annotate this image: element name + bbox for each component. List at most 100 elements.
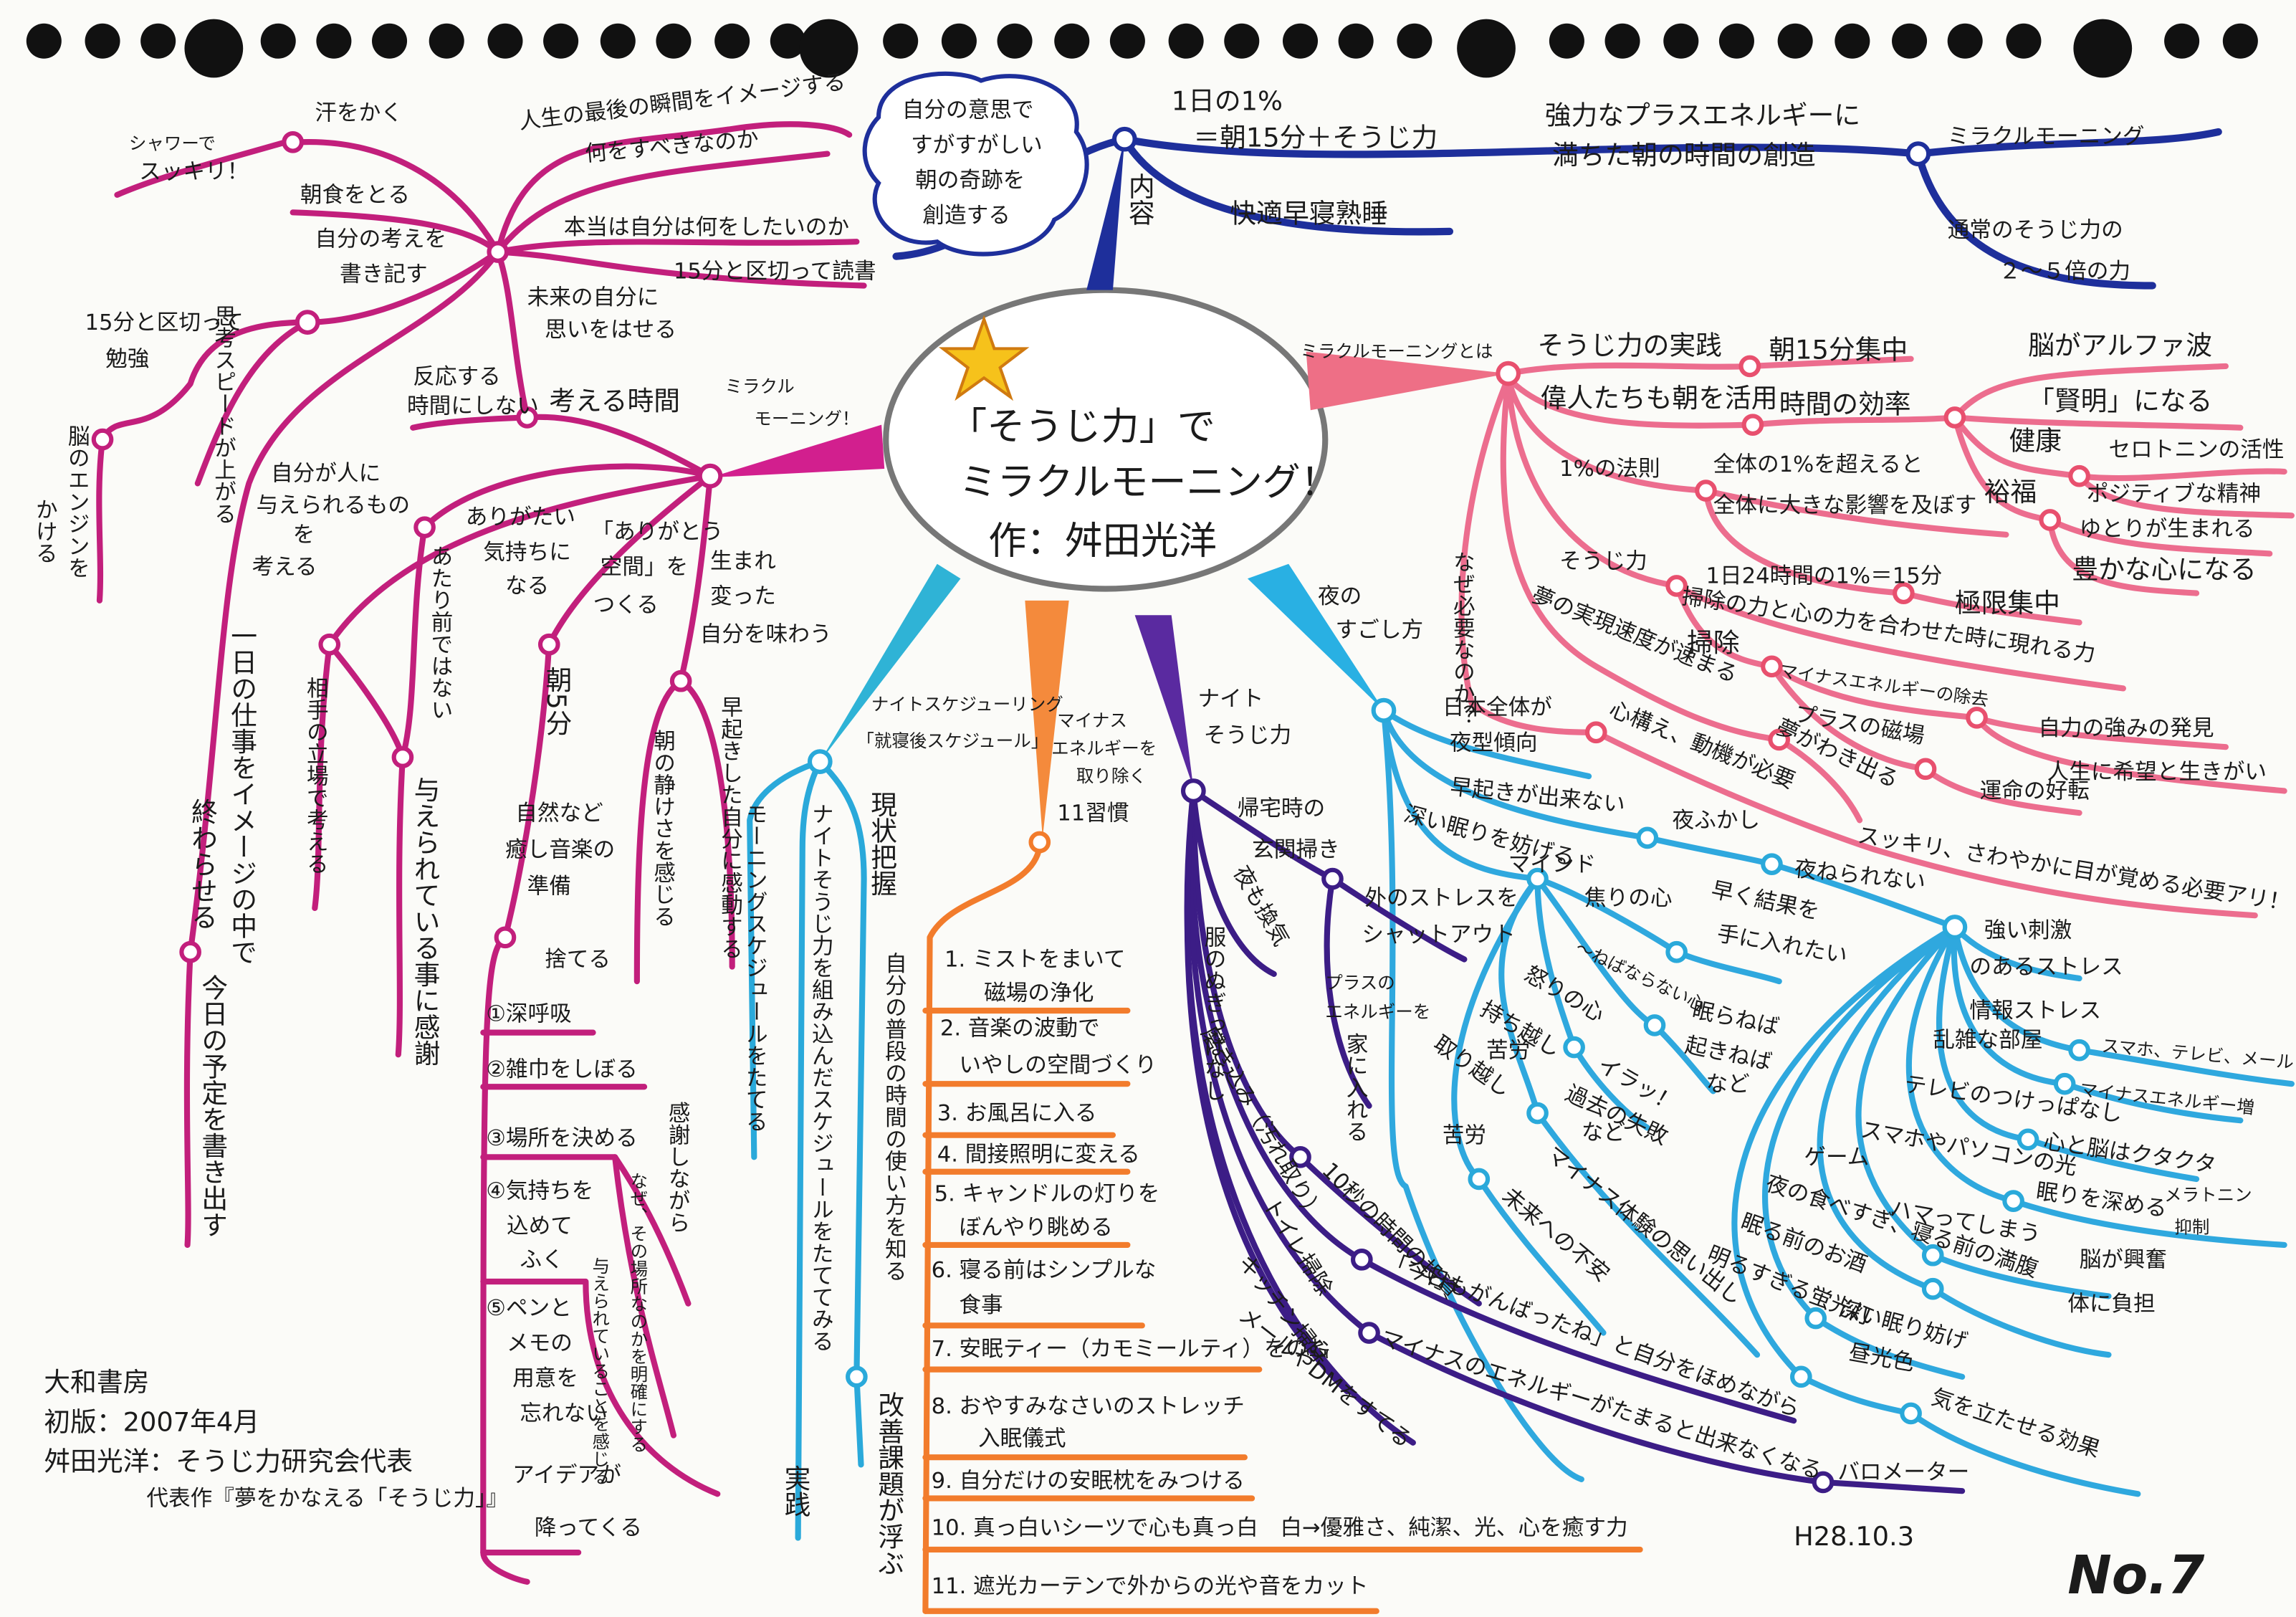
node-text: 偉人たちも朝を活用 <box>1541 383 1778 414</box>
node-text: 汗をかく <box>315 101 403 126</box>
node-text: 豊かな心になる <box>2072 554 2256 585</box>
node-text: 服のぬぎっぱなし <box>1200 925 1225 1101</box>
first-edition: 初版：2007年4月 <box>44 1406 259 1437</box>
branch-label: ミラクルモーニングとは <box>1301 341 1493 362</box>
node-text: 朝15分集中 <box>1769 335 1908 366</box>
node-text: 感謝しながら <box>664 1102 689 1234</box>
node-text: 苦労 <box>1486 1038 1530 1063</box>
node-text: 家に入れる <box>1342 1033 1367 1143</box>
node-text: 運命の好転 <box>1980 779 2090 804</box>
node-text: 裕福 <box>1984 477 2037 507</box>
node-text: なる <box>505 574 549 599</box>
node-text: ⑤ペンと <box>486 1296 571 1321</box>
node-text: ①深呼吸 <box>486 1001 571 1026</box>
habit-item: 2. 音楽の波動で <box>940 1016 1100 1041</box>
habit-item: 8. おやすみなさいのストレッチ <box>932 1394 1245 1419</box>
node-text: 外のストレスを <box>1364 886 1518 911</box>
node-text: プラスの <box>1325 972 1395 993</box>
bubble-line: 自分の意思で <box>902 98 1034 123</box>
node-text: 自然など <box>515 801 603 826</box>
habit-item: 食事 <box>959 1293 1003 1318</box>
node-text: 15分と区切って <box>85 310 244 335</box>
node-text: 健康 <box>2009 425 2062 456</box>
node-text: 人生に希望と生きがい <box>2047 760 2267 785</box>
node-text: を <box>293 523 315 548</box>
habit-item: 1. ミストをまいて <box>944 948 1126 973</box>
node-text: 考える <box>252 555 317 580</box>
node-text: 昼光色 <box>1847 1340 1916 1376</box>
node-text: メモの <box>507 1331 573 1356</box>
node-text: ゲーム <box>1804 1145 1869 1170</box>
node-text: 抑制 <box>2174 1217 2209 1238</box>
node-text: 気を立たせる効果 <box>1928 1385 2103 1463</box>
node-text: 思考スピードが上がる <box>210 305 235 524</box>
branch-label: マイナス <box>1057 710 1127 731</box>
node-text: 時間の効率 <box>1779 388 1911 419</box>
node-text: モーニングスケジュールをたてる <box>742 803 767 1132</box>
node-text: 情報ストレス <box>1969 998 2101 1024</box>
node-text: 1%の法則 <box>1559 457 1660 482</box>
binder-holes <box>26 19 2258 78</box>
node-text: 15分と区切って読書 <box>674 259 876 284</box>
node-text: バロメーター <box>1837 1460 1969 1485</box>
node-text: など <box>1582 1120 1625 1145</box>
node-text: 1日の1% <box>1172 85 1283 116</box>
node-text: 相手の立場で考える <box>302 677 328 874</box>
node-text: のあるストレス <box>1969 955 2123 980</box>
habit-item: いやしの空間づくり <box>959 1053 1157 1078</box>
book-info: 大和書房 初版：2007年4月 舛田光洋：そうじ力研究会代表 代表作『夢をかなえ… <box>44 1367 508 1511</box>
branch-label: 夜の <box>1318 584 1362 609</box>
node-text: エネルギーを <box>1325 1001 1430 1022</box>
node-text: マインド <box>1508 852 1597 877</box>
node-text: 癒し音楽の <box>505 837 615 862</box>
habit-item: 5. キャンドルの灯りを <box>934 1182 1160 1207</box>
node-text: 変った <box>710 584 776 609</box>
node-text: メールやDMをすてる <box>1234 1303 1416 1453</box>
node-text: 「賢明」になる <box>2028 386 2212 416</box>
node-text: スッキリ！ <box>139 159 249 184</box>
node-text: 未来の自分に <box>527 285 659 310</box>
node-text: 自分の普段の時間の使い方を知る <box>881 952 907 1282</box>
node-text: 降ってくる <box>535 1516 642 1541</box>
node-text: あたり前ではない <box>427 545 452 720</box>
node-text: 生まれ <box>710 549 776 574</box>
star-icon <box>938 315 1030 401</box>
representative-work: 代表作『夢をかなえる「そうじ力」』 <box>146 1487 508 1512</box>
node-text: 与えられていることを感じる <box>590 1256 611 1485</box>
node-text: など <box>1706 1072 1750 1097</box>
node-text: 「ありがとう <box>592 520 724 545</box>
node-text: 早く結果を <box>1709 877 1822 925</box>
habit-item: ぼんやり眺める <box>959 1216 1112 1241</box>
node-text: 脳がアルファ波 <box>2028 330 2212 361</box>
node-text: そうじ力の実践 <box>1538 330 1722 361</box>
node-text: 朝食をとる <box>300 183 410 208</box>
node-text: 実践 <box>780 1464 810 1517</box>
node-text: 朝5分 <box>541 667 572 736</box>
node-text: 与えられるもの <box>257 493 410 518</box>
node-text: 自分が人に <box>271 461 381 486</box>
node-text: かける <box>32 498 57 564</box>
node-text: 捨てる <box>545 948 611 973</box>
node-text: 思いをはせる <box>545 318 676 343</box>
node-text: 掃除 <box>1687 627 1740 658</box>
node-text: 磨き込み（汚れ取り） <box>1196 1023 1328 1226</box>
idea-cloud <box>862 71 1089 257</box>
node-text: 通常のそうじ力の <box>1948 218 2123 243</box>
node-text: 全体に大きな影響を及ぼす <box>1713 493 1977 518</box>
node-text: 満ちた朝の時間の創造 <box>1552 140 1816 171</box>
node-text: 込めて <box>507 1214 573 1239</box>
node-text: ④気持ちを <box>486 1179 593 1204</box>
node-text: 与えられている事に感謝 <box>409 776 440 1067</box>
node-text: 極限集中 <box>1955 588 2060 619</box>
node-text: 日本全体が <box>1443 695 1552 720</box>
content-label: 内容 <box>1124 173 1154 226</box>
node-text: シャットアウト <box>1362 922 1515 948</box>
habit-item: 10. 真っ白いシーツで心も真っ白 白→優雅さ、純潔、光、心を癒す力 <box>932 1516 1628 1541</box>
node-text: ナイトそうじ力を組み込んだスケジュールをたててみる <box>808 803 833 1352</box>
node-text: 忘れない <box>520 1401 608 1426</box>
node-text: なぜ、その場所なのかを明確にする <box>628 1172 649 1453</box>
node-text: ありがたい <box>466 505 575 530</box>
node-text: 帰宅時の <box>1238 796 1326 821</box>
habit-item: 11. 遮光カーテンで外からの光や音をカット <box>932 1574 1369 1599</box>
